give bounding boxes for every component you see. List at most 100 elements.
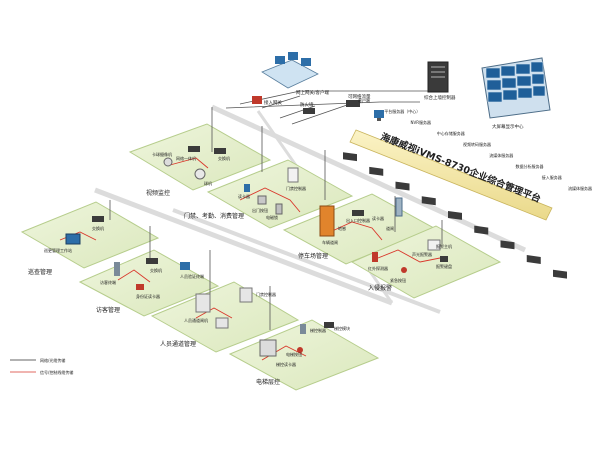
server-label-8: 流媒体服务器 (568, 185, 592, 191)
intrusion-item-1: 红外探测器 (368, 265, 388, 271)
magnetic-lock-icon[interactable] (275, 203, 283, 215)
video-item-2: 交换机 (218, 155, 230, 161)
core-switch[interactable]: 可网络流量 (346, 93, 371, 107)
video-item-1: 网络一体机 (176, 155, 196, 161)
server-label-0: 客户端 (358, 97, 370, 103)
zone-passage-label: 人员通道管理 (160, 340, 196, 348)
zone-visitor (78, 249, 220, 317)
access-item-3: 电磁锁 (266, 214, 278, 220)
zones (20, 123, 502, 391)
strobe-siren-icon[interactable] (372, 252, 378, 262)
server-room-label: 综合上墙控制器 (424, 94, 456, 101)
exit-button-icon[interactable] (257, 195, 267, 205)
video-wall[interactable]: 大屏幕显示中心 (481, 57, 551, 130)
elevator-item-2: 梯控读卡器 (276, 361, 296, 367)
barrier-gate-icon[interactable] (395, 197, 403, 217)
elevator-item-0: 梯控制器 (310, 327, 326, 333)
gateway-device[interactable]: 接入网关 (252, 96, 282, 106)
zone-patrol (20, 201, 160, 269)
zone-intrusion-label: 入侵报警 (368, 284, 392, 292)
turnstile-icon[interactable] (195, 293, 211, 313)
id-reader-icon[interactable] (136, 284, 144, 290)
server-label-6: 数据分析服务器 (516, 163, 544, 169)
passage-controller-icon[interactable] (239, 287, 253, 303)
visitor-switch-icon[interactable] (146, 258, 158, 264)
elevator-item-3: 梯控模块 (334, 325, 350, 331)
server-device-2[interactable] (395, 181, 410, 191)
elevator-controller-icon[interactable] (300, 324, 306, 334)
zone-visitor-devices: 访客终端 交换机 人员验证终端 身份证读卡器 访客管理 (96, 258, 204, 314)
server-device-3[interactable] (421, 196, 436, 206)
parking-item-0: 车辆道闸 (322, 239, 338, 245)
legend-network-label: 网络/光缆传输 (40, 357, 65, 363)
server-label-4: 视频转码服务器 (463, 141, 491, 147)
server-label-3: 中心存储服务器 (437, 130, 465, 136)
zone-elevator-label: 电梯层控 (256, 378, 280, 386)
zone-passage (150, 281, 300, 353)
door-controller-icon[interactable] (287, 167, 299, 183)
legend: 网络/光缆传输 信号/控制线缆传输 (10, 357, 73, 375)
video-recorder-icon[interactable] (188, 146, 200, 152)
visitor-pc-icon[interactable] (180, 262, 190, 270)
server-device-8[interactable] (553, 269, 567, 279)
server-device-0[interactable] (343, 152, 357, 162)
elevator-module-icon[interactable] (324, 322, 334, 328)
parking-terminal-icon[interactable] (319, 205, 335, 237)
intrusion-item-2: 报警键盘 (436, 263, 452, 269)
server-device-6[interactable] (500, 240, 515, 250)
patrol-switch-icon[interactable] (92, 216, 104, 222)
passage-item-1: 门禁控制器 (256, 291, 276, 297)
intrusion-item-0: 报警主机 (436, 243, 452, 249)
server-device-7[interactable] (526, 255, 541, 264)
panic-button-icon[interactable] (401, 267, 407, 273)
zone-video-devices: 卡球摄像机 网络一体机 交换机 球机 视频监控 (146, 146, 230, 197)
passage-item-0: 人员通道闸机 (184, 317, 208, 323)
dome-camera-icon[interactable] (163, 157, 173, 167)
server-rack[interactable]: 综合上墙控制器 (424, 61, 456, 101)
server-label-1: 平台服务器（中心） (384, 108, 420, 114)
gateway-label: 接入网关 (264, 99, 282, 106)
zone-parking-label: 停车场管理 (298, 252, 328, 260)
parking-item-2: 读卡器 (372, 215, 384, 221)
firewall-label: 防火墙 (300, 101, 314, 108)
zone-patrol-label: 巡查管理 (28, 268, 52, 276)
parking-item-1: 出入口控制器 (346, 217, 370, 223)
monitor-center-label: 大屏幕显示中心 (492, 123, 524, 130)
zone-access-devices: 读卡器 门禁控制器 出门按钮 电磁锁 门禁、考勤、消费管理 (184, 167, 306, 220)
switch-label: 可网络流量 (348, 93, 371, 100)
client-pc[interactable] (374, 110, 384, 121)
zone-access-label: 门禁、考勤、消费管理 (184, 212, 244, 220)
operator-console[interactable]: 网上网关/客户端 (261, 52, 330, 96)
visitor-terminal-icon[interactable] (114, 262, 120, 276)
patrol-item-1: 交换机 (92, 225, 104, 231)
turnstile-2-icon[interactable] (215, 317, 229, 329)
server-device-1[interactable] (369, 166, 384, 176)
zone-passage-devices: 人员通道闸机 门禁控制器 人员通道管理 (160, 287, 276, 348)
server-device-4[interactable] (448, 210, 462, 220)
parking-controller-icon[interactable] (352, 210, 364, 216)
zone-intrusion-devices: 报警主机 红外探测器 报警键盘 紧急按钮 声光报警器 入侵报警 (368, 239, 452, 292)
video-item-3: 球机 (204, 180, 212, 186)
alarm-host-icon[interactable] (427, 239, 441, 251)
visitor-item-1: 交换机 (150, 267, 162, 273)
elevator-car-icon[interactable] (259, 339, 277, 357)
parking-item-3: 道闸 (386, 225, 394, 231)
server-device-5[interactable] (474, 225, 489, 235)
elevator-button-icon[interactable] (297, 347, 303, 353)
intrusion-item-3: 紧急按钮 (390, 277, 406, 283)
zone-patrol-devices: 巡更管理工作站 交换机 巡查管理 (28, 216, 104, 276)
firewall-device[interactable]: 防火墙 (300, 101, 315, 114)
access-item-1: 门禁控制器 (286, 185, 306, 191)
zone-parking-devices: 出入口控制器 车辆道闸 读卡器 道闸 地感 停车场管理 (298, 197, 403, 260)
card-reader-icon[interactable] (244, 184, 250, 192)
patrol-workstation-icon[interactable] (65, 233, 81, 245)
video-switch-icon[interactable] (214, 148, 226, 154)
visitor-item-2: 人员验证终端 (180, 273, 204, 279)
server-label-7: 接入服务器 (542, 174, 562, 180)
server-label-2: NVR服务器 (411, 119, 432, 125)
legend-signal-label: 信号/控制线缆传输 (40, 369, 73, 375)
alarm-keypad-icon[interactable] (440, 256, 448, 262)
speed-dome-icon[interactable] (194, 168, 206, 180)
